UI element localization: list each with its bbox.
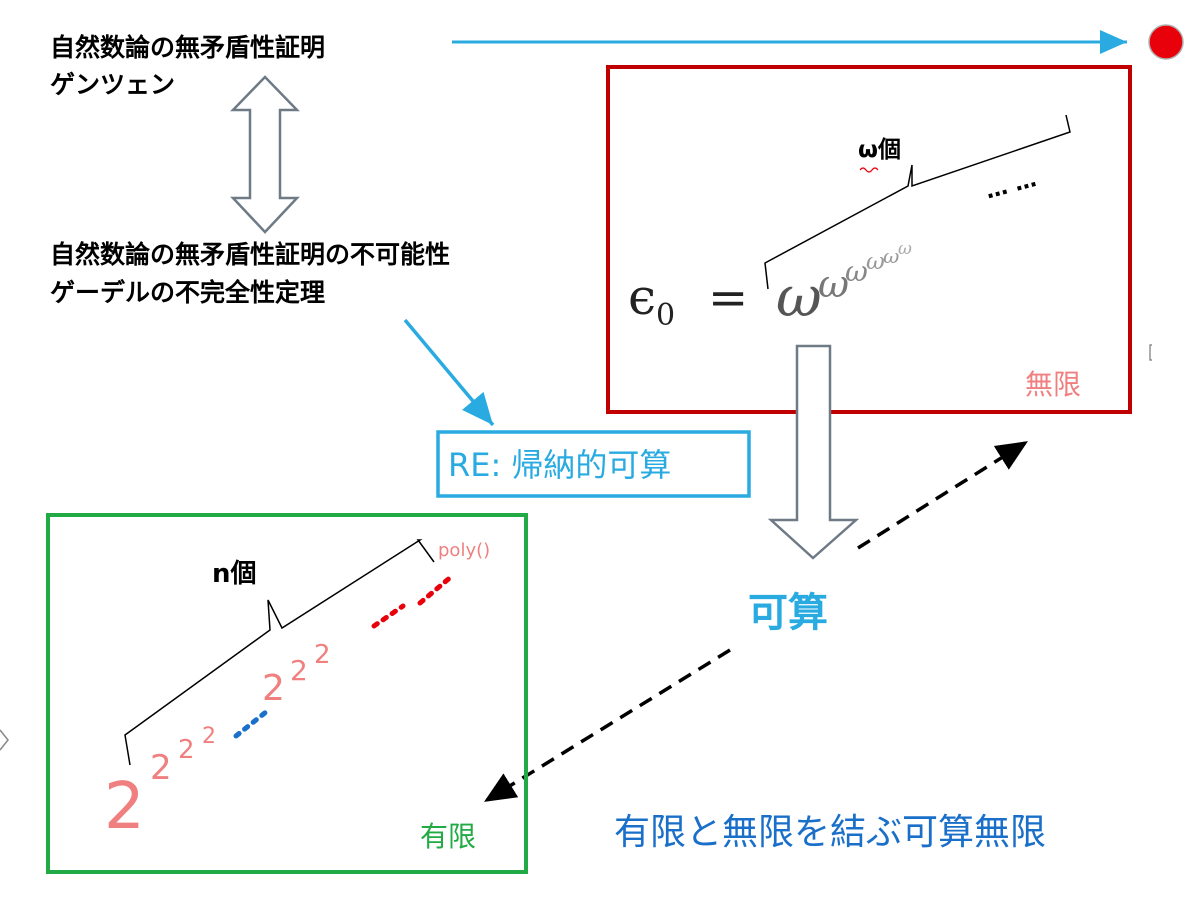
n-count-label: n個 xyxy=(212,559,257,589)
omega-exp-5: ω xyxy=(898,239,912,259)
omega-exp-1: ω xyxy=(818,262,849,306)
two-mid-exp-2: 2 xyxy=(314,640,331,670)
omega-brace xyxy=(764,114,1071,290)
omega-wavy-underline xyxy=(859,167,879,173)
dashed-arrow-lower xyxy=(484,648,731,802)
consistency-proof-title: 自然数論の無矛盾性証明 xyxy=(50,33,326,62)
red-dot xyxy=(1148,24,1184,60)
two-exp-1: 2 xyxy=(150,748,172,788)
omega-exp-2: ω xyxy=(845,255,868,288)
double-arrow xyxy=(230,75,300,234)
two-exp-2: 2 xyxy=(178,735,195,765)
gentzen-label: ゲンツェン xyxy=(50,70,176,99)
red-dots-2 xyxy=(417,573,455,606)
omega-exp-4: ω xyxy=(883,244,900,268)
re-label: RE: 帰納的可算 xyxy=(448,446,672,484)
edge-mark xyxy=(1149,344,1152,361)
infinite-label: 無限 xyxy=(1025,368,1082,401)
omega-base: ω xyxy=(776,265,822,330)
omega-count-label: ω個 xyxy=(858,137,901,163)
n-brace xyxy=(124,539,435,766)
finite-box xyxy=(46,513,528,874)
two-mid-exp-1: 2 xyxy=(290,654,308,687)
godel-label: ゲーデルの不完全性定理 xyxy=(50,278,326,307)
caption: 有限と無限を結ぶ可算無限 xyxy=(614,812,1047,853)
poly-label: poly() xyxy=(438,540,491,561)
impossibility-title: 自然数論の無矛盾性証明の不可能性 xyxy=(50,240,451,269)
omega-exp-3: ω xyxy=(866,249,885,275)
red-dots-1 xyxy=(371,603,406,629)
countable-label: 可算 xyxy=(748,590,828,636)
two-base: 2 xyxy=(104,770,145,844)
epsilon-zero: ϵ0 xyxy=(628,268,675,333)
down-arrow xyxy=(767,344,860,560)
epsilon-subscript: 0 xyxy=(656,298,676,333)
two-mid-base: 2 xyxy=(262,668,285,709)
equals-sign: = xyxy=(708,270,749,326)
re-box xyxy=(436,430,751,498)
dashed-arrow-upper xyxy=(857,441,1028,550)
epsilon-symbol: ϵ xyxy=(628,268,657,326)
blue-dots xyxy=(233,709,269,739)
left-edge-chevron xyxy=(0,729,9,751)
finite-label: 有限 xyxy=(420,820,477,853)
godel-to-re-arrow xyxy=(403,318,495,427)
infinite-box xyxy=(606,65,1132,414)
two-exp-3: 2 xyxy=(202,724,216,749)
